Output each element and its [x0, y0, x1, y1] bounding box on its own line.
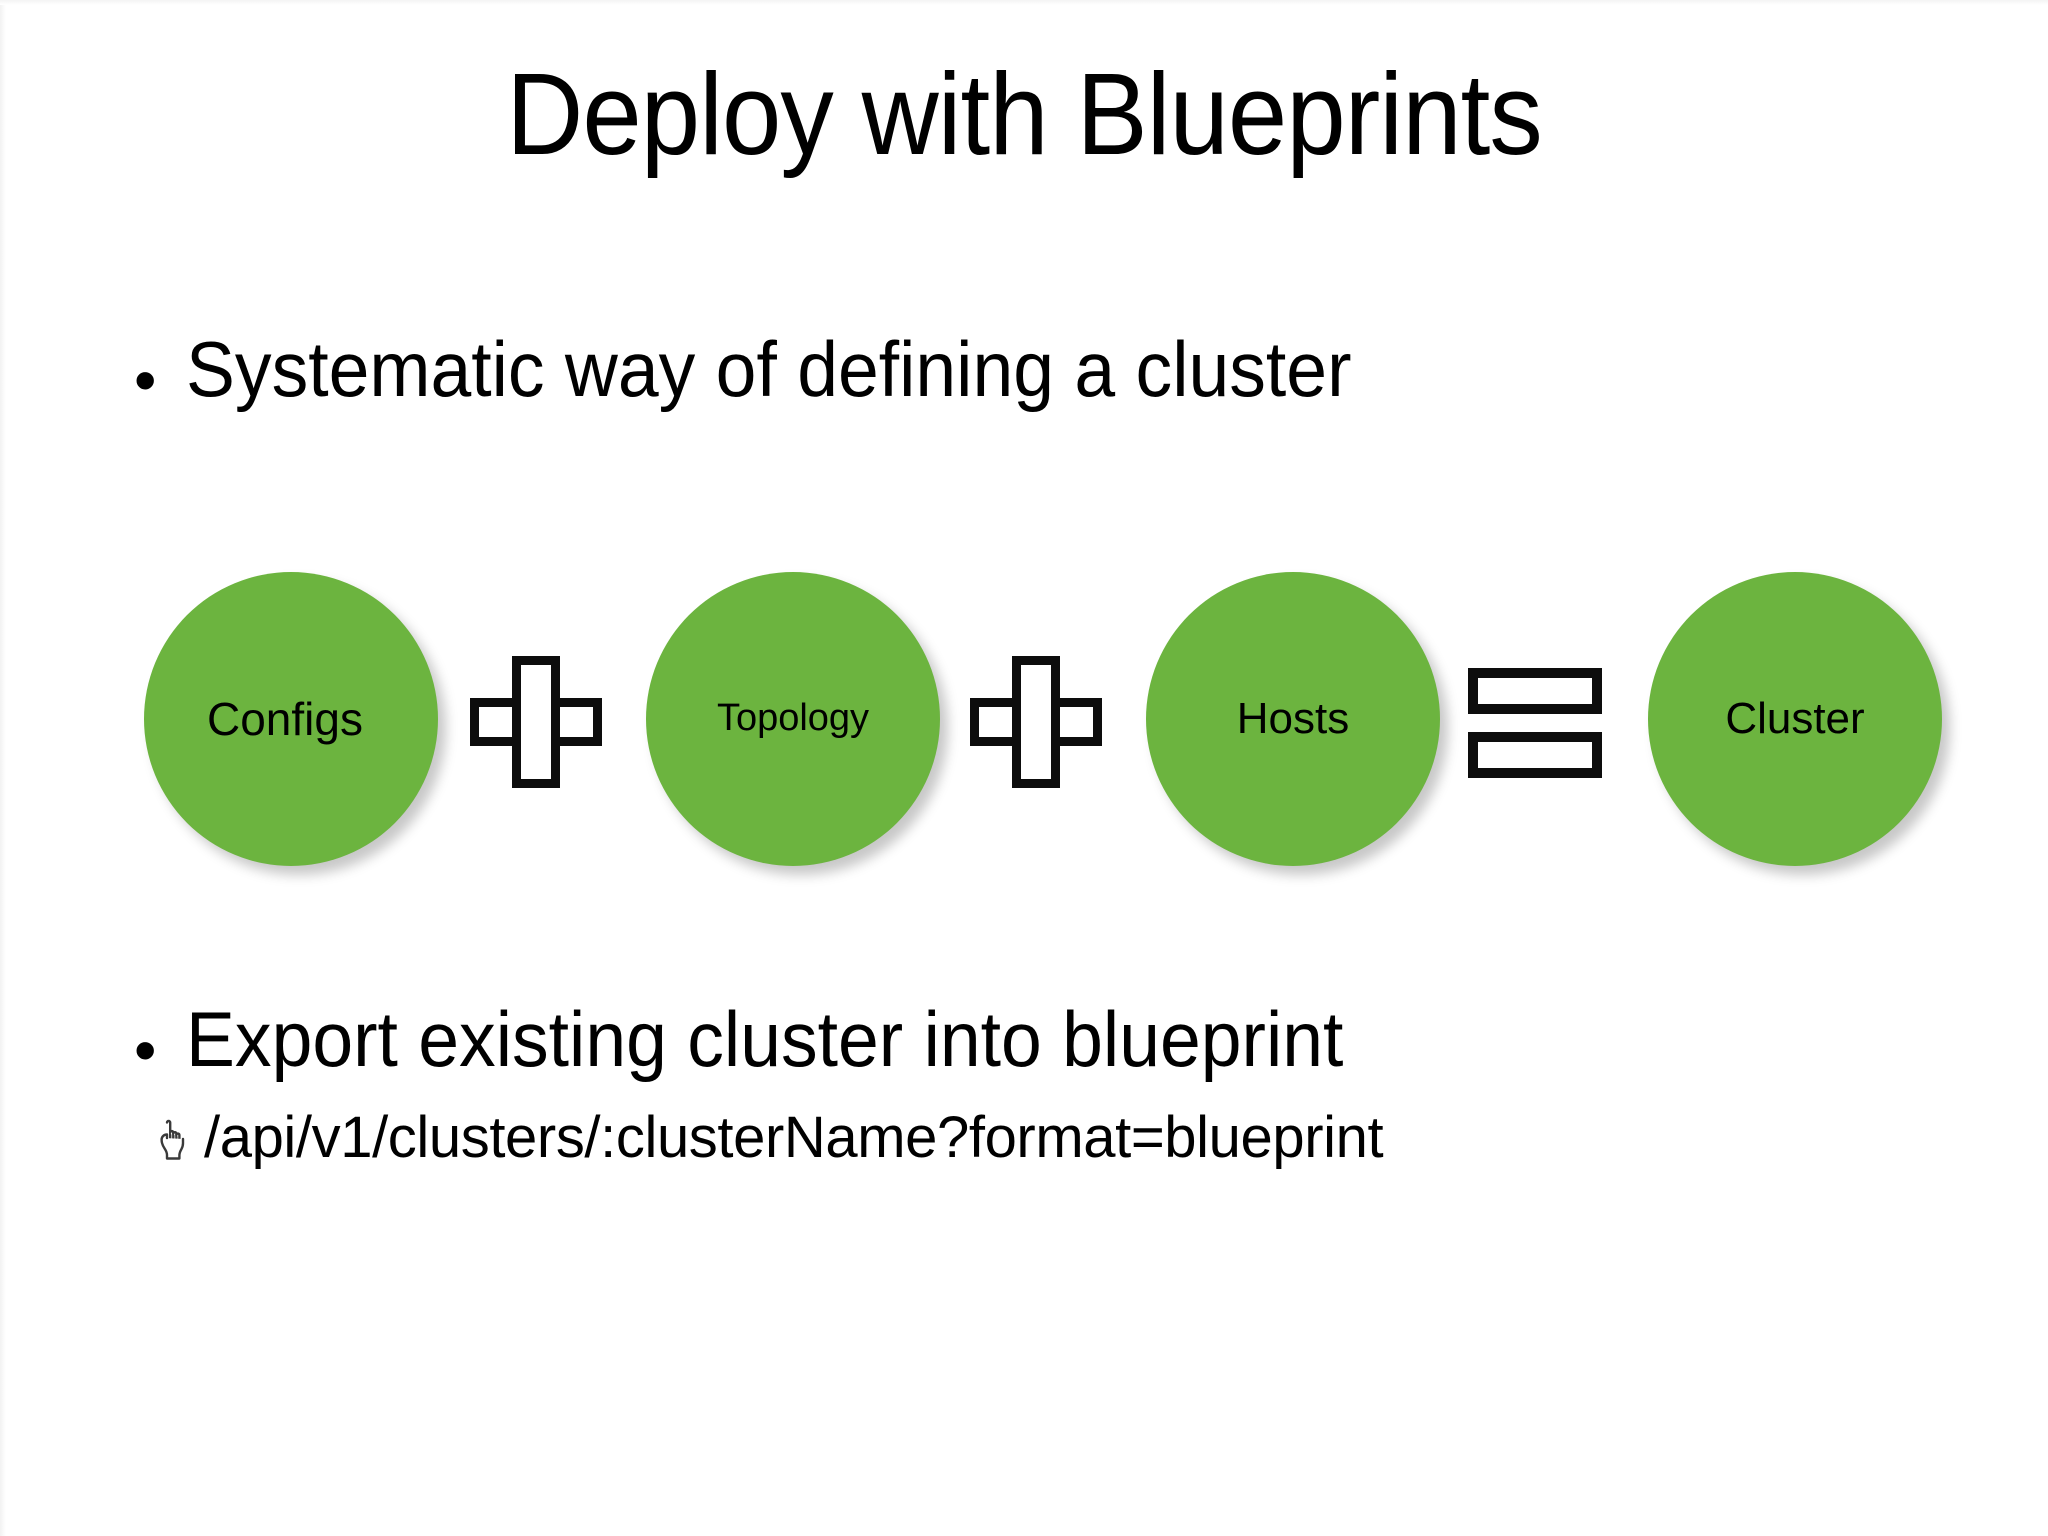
bullet-marker: • — [134, 1014, 157, 1086]
plus-center-fill — [521, 707, 551, 737]
equals-bottom-bar — [1468, 732, 1602, 778]
blueprint-equation-diagram: Configs Topology Hosts Cluster — [130, 572, 1942, 888]
sub-bullet-text: /api/v1/clusters/:clusterName?format=blu… — [204, 1105, 1384, 1170]
bullet-text: Export existing cluster into blueprint — [186, 995, 1344, 1083]
diagram-node-cluster: Cluster — [1648, 572, 1942, 866]
page-title: Deploy with Blueprints — [506, 49, 1543, 179]
bullet-item-2: • Export existing cluster into blueprint — [120, 995, 1417, 1086]
plus-operator-icon — [970, 656, 1102, 788]
diagram-node-label-hosts: Hosts — [1236, 693, 1350, 743]
diagram-node-label-cluster: Cluster — [1725, 693, 1865, 743]
diagram-node-label-topology: Topology — [716, 697, 870, 740]
equals-operator-icon — [1468, 668, 1602, 778]
pointing-hand-icon — [150, 1116, 198, 1164]
bullet-text: Systematic way of defining a cluster — [186, 325, 1352, 413]
diagram-node-topology: Topology — [646, 572, 940, 866]
plus-center-fill — [1021, 707, 1051, 737]
bullet-item-1: • Systematic way of defining a cluster — [120, 325, 1426, 416]
plus-operator-icon — [470, 656, 602, 788]
diagram-node-configs: Configs — [144, 572, 438, 866]
bullet-marker: • — [134, 344, 157, 416]
diagram-node-label-configs: Configs — [207, 692, 363, 745]
equals-top-bar — [1468, 668, 1602, 714]
sub-bullet-item-1: /api/v1/clusters/:clusterName?format=blu… — [150, 1105, 1384, 1170]
diagram-node-hosts: Hosts — [1146, 572, 1440, 866]
